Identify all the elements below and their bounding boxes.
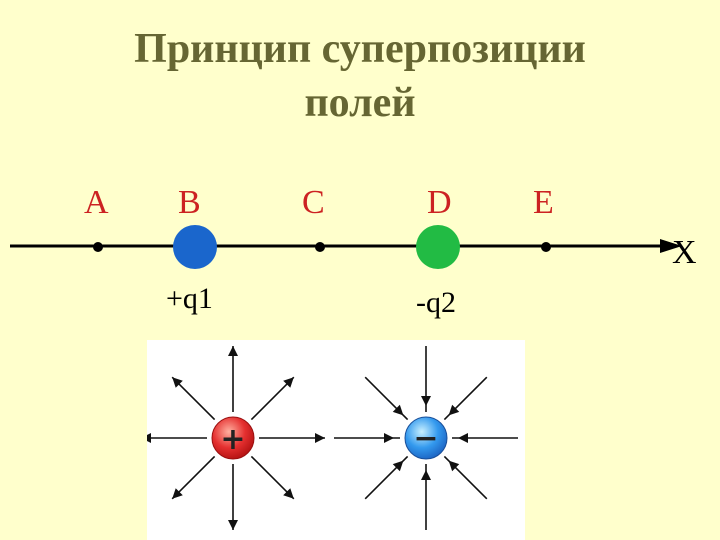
x-axis-arrowhead [660, 239, 682, 253]
positive-charge-sphere [211, 416, 255, 460]
positive-arrowhead-up-right [283, 377, 294, 388]
positive-sign: + [220, 422, 245, 457]
charge-label-q2: -q2 [416, 286, 456, 319]
charge-q1-circle [173, 225, 217, 269]
negative-arrowhead-up-left [392, 404, 404, 416]
charge-label-q1: +q1 [166, 282, 213, 315]
positive-field-lines [147, 346, 325, 530]
point-label-c: C [302, 184, 325, 221]
negative-charge-sphere [404, 416, 448, 460]
negative-arrowhead-left [384, 433, 394, 443]
title-line-2: полей [304, 80, 416, 126]
negative-arrowhead-up [421, 396, 431, 406]
positive-arrowhead-up [228, 346, 238, 356]
axis-label-x: X [672, 234, 697, 271]
charge-q2-circle [416, 225, 460, 269]
slide-title: Принцип суперпозиции полей [0, 22, 720, 130]
point-a-dot [93, 242, 103, 252]
point-label-e: E [533, 184, 554, 221]
field-lines-svg: + − [147, 346, 518, 530]
positive-arrowhead-down-left [172, 488, 183, 499]
negative-arrowhead-down [421, 470, 431, 480]
negative-arrowhead-down-right [448, 460, 460, 472]
negative-field-lines [334, 346, 518, 530]
positive-field-line-up-left [171, 376, 216, 421]
title-line-1: Принцип суперпозиции [134, 26, 586, 72]
positive-field-line-up-right [250, 376, 295, 421]
negative-sign: − [413, 421, 438, 456]
point-label-a: A [84, 184, 109, 221]
point-e-dot [541, 242, 551, 252]
negative-arrowhead-up-right [448, 404, 460, 416]
point-label-d: D [427, 184, 452, 221]
positive-field-line-down-left [171, 455, 216, 500]
positive-arrowhead-down-right [283, 488, 294, 499]
positive-arrowhead-left [147, 433, 151, 443]
point-c-dot [315, 242, 325, 252]
point-label-b: B [178, 184, 201, 221]
positive-arrowhead-down [228, 520, 238, 530]
field-lines-panel: + − [147, 340, 525, 540]
positive-arrowhead-right [315, 433, 325, 443]
negative-arrowhead-down-left [392, 460, 404, 472]
positive-arrowhead-up-left [172, 377, 183, 388]
negative-arrowhead-right [458, 433, 468, 443]
